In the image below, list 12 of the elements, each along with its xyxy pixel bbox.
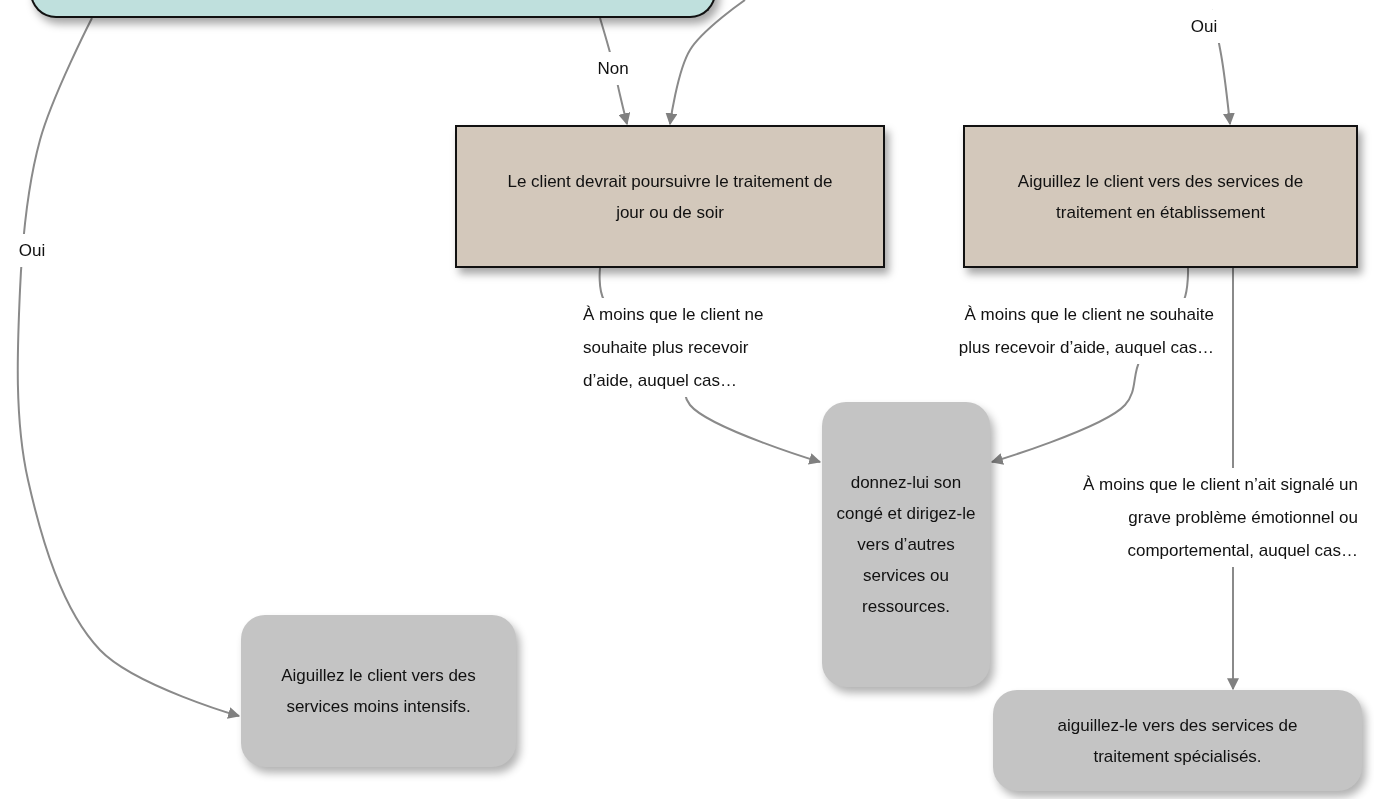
node-text: Aiguillez le client vers des services moins intensifs. xyxy=(280,665,477,718)
node-text: aiguillez-le vers des services de traitement spécialisés. xyxy=(1056,714,1299,768)
node-text: Le client devrait poursuivre le traitement de jour ou de soir xyxy=(506,170,834,224)
arrow xyxy=(665,0,746,126)
node-text: Aiguillez le client vers des services de traitement en établissement xyxy=(1016,170,1305,224)
rounded-box xyxy=(993,690,1362,791)
process-box xyxy=(963,125,1358,268)
rounded-box xyxy=(822,402,990,687)
node-text: donnez-lui son congé et dirigez-le vers d’autres services ou ressources. xyxy=(835,472,977,618)
process-box xyxy=(455,125,885,268)
arrow xyxy=(16,17,241,719)
rounded-box xyxy=(241,615,516,767)
